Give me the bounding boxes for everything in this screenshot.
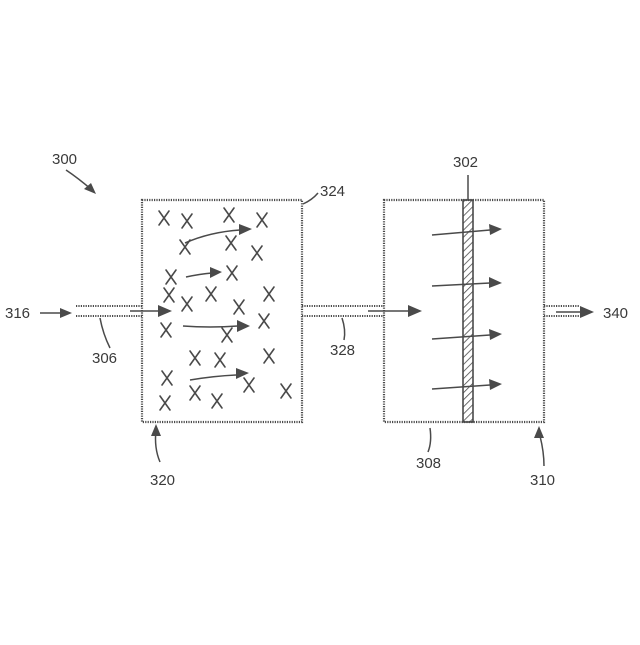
leader-308 (428, 428, 431, 452)
leader-310-arrowhead (534, 426, 544, 438)
outlet-stream-arrowhead (580, 306, 594, 318)
label-328: 328 (330, 342, 355, 359)
particle-x (264, 349, 274, 363)
particle-x (244, 378, 254, 392)
flow-arrow-head (237, 320, 250, 332)
permeation-arrow-head (489, 224, 502, 235)
flow-arrow (183, 326, 238, 327)
particle-x (234, 300, 244, 314)
leader-324 (303, 193, 318, 204)
particle-x (159, 211, 169, 225)
permeation-arrow-head (489, 329, 502, 340)
label-308: 308 (416, 455, 441, 472)
permeation-arrow-head (489, 379, 502, 390)
particle-x (162, 371, 172, 385)
particle-x (224, 208, 234, 222)
particle-x (164, 288, 174, 302)
particle-x (215, 353, 225, 367)
particle-x (227, 266, 237, 280)
particle-x (161, 323, 171, 337)
flow-arrow (190, 375, 236, 380)
permeation-arrow-head (489, 277, 502, 288)
particle-x (190, 386, 200, 400)
leader-306 (100, 318, 110, 348)
label-302: 302 (453, 154, 478, 171)
particle-x (212, 394, 222, 408)
particle-x (259, 314, 269, 328)
particle-x (182, 297, 192, 311)
leader-328 (342, 318, 345, 340)
permeation-arrow (432, 385, 490, 389)
label-340: 340 (603, 305, 628, 322)
inlet-stream-arrowhead (60, 308, 72, 318)
particle-x (160, 396, 170, 410)
particle-x (206, 287, 216, 301)
label-324: 324 (320, 183, 345, 200)
label-306: 306 (92, 350, 117, 367)
particle-x (281, 384, 291, 398)
particle-x (226, 236, 236, 250)
label-316: 316 (5, 305, 30, 322)
particle-x (257, 213, 267, 227)
particle-x (264, 287, 274, 301)
flow-arrow (186, 273, 212, 277)
flow-arrow-head (236, 368, 249, 379)
permeation-arrow (432, 335, 490, 339)
module-inlet-arrowhead (408, 305, 422, 317)
permeation-arrow (432, 230, 490, 235)
particle-x (252, 246, 262, 260)
flow-arrow-head (239, 224, 252, 235)
particle-x (190, 351, 200, 365)
label-320: 320 (150, 472, 175, 489)
particle-x (222, 328, 232, 342)
permeation-arrow (432, 283, 490, 286)
membrane (463, 200, 473, 422)
flow-arrow-head (210, 267, 222, 278)
label-300: 300 (52, 151, 77, 168)
label-310: 310 (530, 472, 555, 489)
vessel-inlet-arrowhead (158, 305, 172, 317)
leader-320-arrowhead (151, 424, 161, 436)
particle-x (182, 214, 192, 228)
leader-310 (540, 436, 544, 466)
particle-x (166, 270, 176, 284)
particle-x-marks (159, 208, 291, 410)
